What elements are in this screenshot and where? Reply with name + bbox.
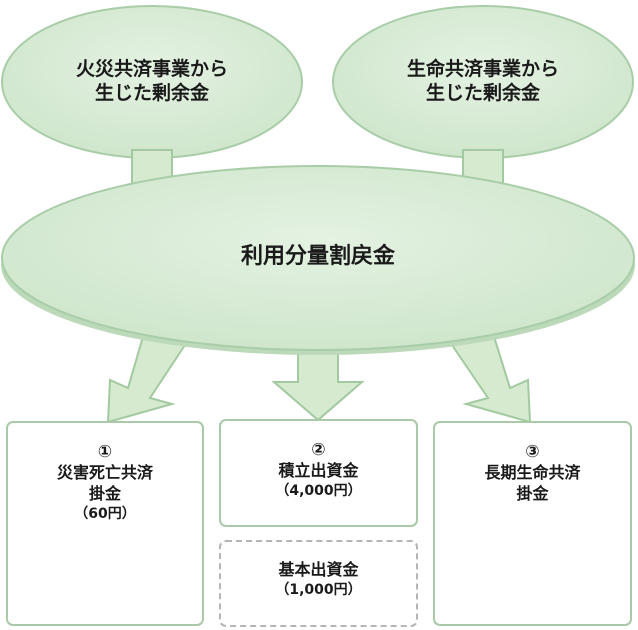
box3-number: ③ — [525, 442, 540, 462]
dashed-box-line1: 基本出資金 — [278, 560, 359, 579]
box2-number: ② — [311, 440, 326, 460]
box-long-term-life-premium: ③ 長期生命共済 掛金 — [433, 421, 632, 626]
box1-line1: 災害死亡共済 — [56, 463, 153, 483]
arrow-center-to-box1 — [106, 328, 187, 424]
dashed-box-text: 基本出資金 （1,000円） — [221, 560, 416, 599]
box-savings-contribution: ② 積立出資金 （4,000円） — [219, 419, 418, 527]
box-basic-contribution: 基本出資金 （1,000円） — [219, 540, 418, 627]
oval-center — [1, 165, 635, 351]
box1-amount: （60円） — [74, 505, 136, 522]
fire-surplus-line1: 火災共済事業から — [75, 58, 228, 80]
center-label-text: 利用分量割戻金 — [240, 244, 395, 269]
oval-life-surplus-label: 生命共済事業から 生じた剰余金 — [383, 58, 583, 106]
box3-line2: 掛金 — [516, 483, 549, 503]
life-surplus-line2: 生じた剰余金 — [425, 81, 540, 104]
box1-line2: 掛金 — [88, 483, 121, 503]
box1-text: ① 災害死亡共済 掛金 （60円） — [8, 441, 202, 523]
center-label: 利用分量割戻金 — [168, 243, 468, 271]
box2-amount: （4,000円） — [275, 482, 362, 499]
life-surplus-line1: 生命共済事業から — [406, 58, 559, 80]
box2-line1: 積立出資金 — [278, 461, 359, 481]
box1-number: ① — [97, 442, 113, 462]
box3-text: ③ 長期生命共済 掛金 — [435, 441, 630, 505]
fire-surplus-line2: 生じた剰余金 — [94, 81, 209, 104]
box-accident-death-premium: ① 災害死亡共済 掛金 （60円） — [6, 421, 204, 626]
box3-line1: 長期生命共済 — [484, 463, 581, 483]
dashed-box-amount: （1,000円） — [275, 581, 362, 598]
oval-fire-surplus-label: 火災共済事業から 生じた剰余金 — [52, 58, 252, 106]
box2-text: ② 積立出資金 （4,000円） — [221, 439, 416, 500]
arrow-center-to-box3 — [450, 328, 532, 424]
